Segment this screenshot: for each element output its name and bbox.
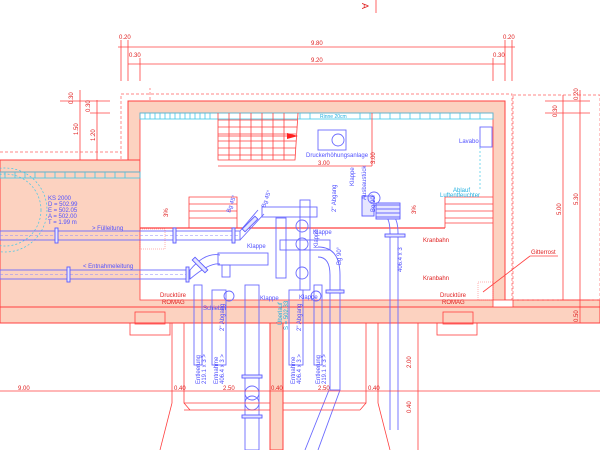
- svg-text:Klappe: Klappe: [314, 229, 320, 248]
- dim-label: 3.00: [371, 152, 377, 164]
- svg-text:Drucktüre: Drucktüre: [440, 293, 467, 299]
- tank-circle: [0, 167, 48, 253]
- section-mark: A: [360, 3, 370, 9]
- doors: [129, 311, 478, 336]
- svg-text:E = 502.05: E = 502.05: [48, 208, 78, 214]
- dim-label: 0.30: [86, 100, 92, 112]
- svg-text:Klappe: Klappe: [247, 244, 266, 250]
- dim-label: 0.20: [574, 88, 580, 100]
- svg-text:Lavabo: Lavabo: [459, 139, 479, 145]
- dim-label: 0.30: [129, 53, 141, 59]
- dim-label: 0.20: [503, 35, 515, 41]
- svg-text:D = 502.99: D = 502.99: [48, 202, 78, 208]
- dim-label: 1.20: [91, 129, 97, 141]
- gutter-label: Rinne 20cm: [320, 114, 347, 120]
- dim-label: 3.00: [318, 161, 330, 167]
- svg-text:Überlauf: Überlauf: [277, 302, 284, 325]
- dim-label: 5.00: [557, 203, 563, 215]
- svg-text:Bg 90°: Bg 90°: [337, 246, 343, 265]
- labels: Druckerhöhungsanlage Lavabo Ablauf Lufte…: [83, 139, 556, 384]
- svg-text:Kranbahn: Kranbahn: [423, 276, 449, 282]
- svg-text:Klappe: Klappe: [299, 295, 318, 301]
- svg-text:406.4 x 3 >: 406.4 x 3 >: [220, 354, 226, 384]
- svg-text:Drucktüre: Drucktüre: [160, 293, 187, 299]
- svg-text:2" Abgang: 2" Abgang: [297, 304, 303, 332]
- dim-label: 0.30: [493, 53, 505, 59]
- svg-text:Entnahme: Entnahme: [291, 356, 297, 384]
- svg-text:406.4 x 3: 406.4 x 3: [398, 247, 404, 272]
- svg-text:2" Abgang: 2" Abgang: [220, 304, 226, 332]
- pipes: [0, 126, 493, 450]
- dim-label: 9.00: [18, 386, 30, 392]
- dim-label: 5.30: [574, 193, 580, 205]
- dim-label: 1.50: [74, 123, 80, 135]
- svg-text:219.1 x 3 >: 219.1 x 3 >: [202, 354, 208, 384]
- svg-text:A = 502.00: A = 502.00: [48, 214, 78, 220]
- svg-text:Klappe: Klappe: [260, 296, 279, 302]
- svg-text:ROMAG: ROMAG: [162, 300, 185, 306]
- dim-label: 0.20: [119, 35, 131, 41]
- svg-text:Kranbahn: Kranbahn: [423, 238, 449, 244]
- dim-label: 0.40: [271, 386, 283, 392]
- svg-text:3%: 3%: [412, 205, 418, 214]
- svg-text:Ausbaustück: Ausbaustück: [362, 165, 368, 200]
- svg-text:Schieber: Schieber: [203, 306, 227, 312]
- dim-label: 9.80: [311, 41, 323, 47]
- svg-text:219.1 x 3 >: 219.1 x 3 >: [322, 354, 328, 384]
- svg-text:3%: 3%: [164, 208, 170, 217]
- dim-label: 0.40: [368, 386, 380, 392]
- dim-label: 0.40: [174, 386, 186, 392]
- gutter: Rinne 20cm: [0, 112, 494, 179]
- svg-text:> Fülleitung: > Fülleitung: [92, 226, 123, 232]
- svg-text:Bg 90°: Bg 90°: [371, 193, 377, 212]
- svg-text:Entnahme: Entnahme: [214, 356, 220, 384]
- svg-text:S = 502.33: S = 502.33: [284, 300, 290, 330]
- dim-label: 2.00: [407, 356, 413, 368]
- dim-label: 0.30: [69, 92, 75, 104]
- svg-text:< Entnahmeleitung: < Entnahmeleitung: [83, 264, 133, 270]
- svg-text:2" Abgang: 2" Abgang: [332, 185, 338, 213]
- svg-text:Entleerung: Entleerung: [316, 355, 322, 384]
- svg-text:Druckerhöhungsanlage: Druckerhöhungsanlage: [306, 153, 369, 159]
- shafts: 9.00 0.40 2.50 0.40 2.50 0.40 2.00 0.40: [0, 323, 600, 450]
- dim-label: 0.40: [407, 401, 413, 413]
- dim-label: 9.20: [311, 58, 323, 64]
- svg-text:Gitterrost: Gitterrost: [531, 250, 556, 256]
- tank-info: KS 2000 D = 502.99 E = 502.05 A = 502.00…: [48, 196, 78, 226]
- dim-label: 2.50: [223, 386, 235, 392]
- top-dimensions: 0.20 9.80 0.20 0.30 9.20 0.30: [118, 35, 515, 81]
- stairs: [140, 112, 493, 229]
- left-dimensions: 0.30 0.30 1.50 1.20: [60, 90, 110, 162]
- dim-label: 2.50: [318, 386, 330, 392]
- svg-text:KS 2000: KS 2000: [48, 196, 72, 202]
- svg-text:Entleerung: Entleerung: [196, 355, 202, 384]
- svg-text:Klappe: Klappe: [313, 230, 332, 236]
- svg-text:406.4 x 3 >: 406.4 x 3 >: [297, 354, 303, 384]
- dim-label: 0.50: [574, 310, 580, 322]
- svg-text:Klappe: Klappe: [350, 167, 356, 186]
- svg-text:Ablauf: Ablauf: [453, 188, 470, 194]
- svg-text:T = 1.99 m: T = 1.99 m: [48, 220, 77, 226]
- svg-text:Luftentfeuchter: Luftentfeuchter: [440, 193, 480, 199]
- right-dimensions: 0.30 0.20 5.00 5.30 0.50: [512, 88, 600, 324]
- svg-text:ROMAG: ROMAG: [442, 300, 465, 306]
- grates: [139, 228, 558, 301]
- dim-label: 0.30: [553, 105, 559, 117]
